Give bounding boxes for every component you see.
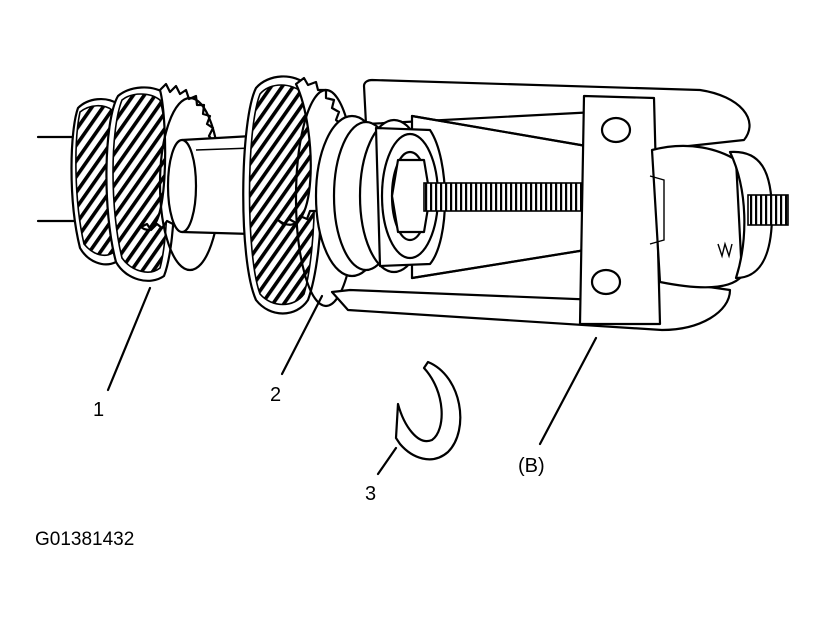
shaft-stubs (36, 135, 77, 223)
callout-3: 3 (365, 483, 376, 505)
puller-tool-b (314, 78, 789, 332)
leader-lines (106, 286, 598, 476)
snap-ring-3 (394, 360, 462, 461)
callout-1: 1 (93, 399, 104, 421)
callout-2: 2 (270, 384, 281, 406)
callout-b: (B) (518, 455, 545, 477)
figure-id: G01381432 (35, 529, 134, 550)
main-shaft (166, 134, 254, 236)
